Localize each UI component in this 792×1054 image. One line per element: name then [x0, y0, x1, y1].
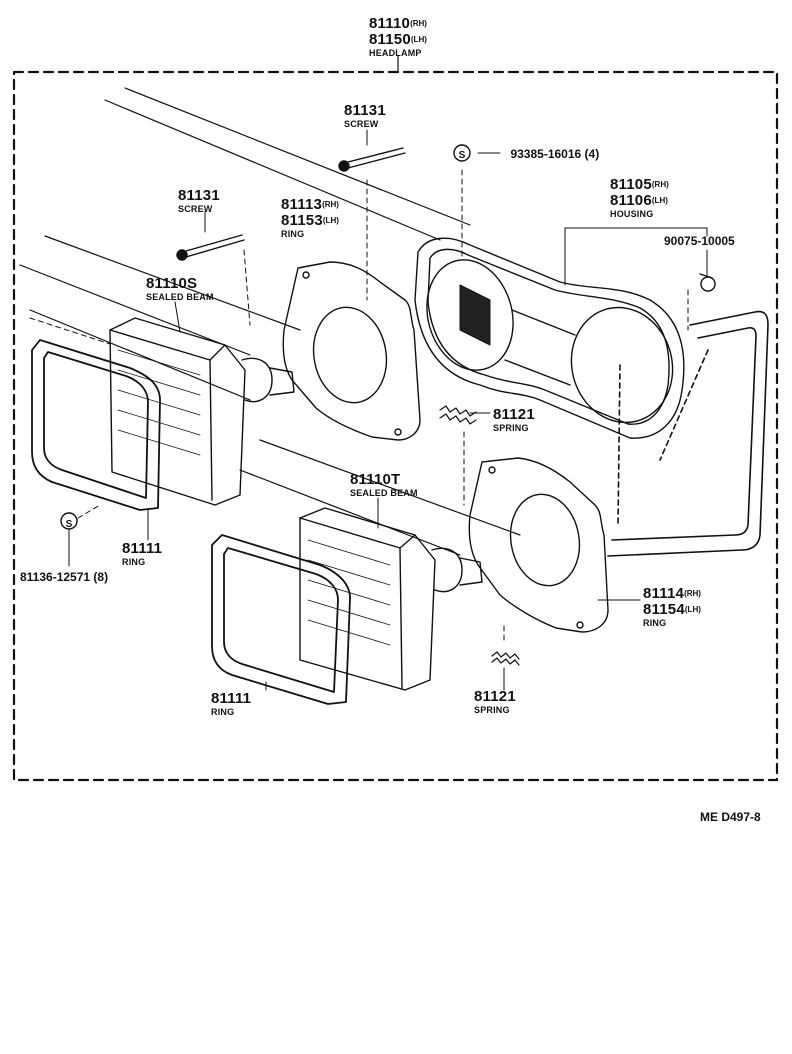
- screw-small-label: 81136-12571 (8): [20, 570, 109, 584]
- spring-upper: [439, 405, 477, 425]
- s-symbol-screw-circle: [60, 512, 78, 530]
- sealed-beam-s-label: 81110S SEALED BEAM: [146, 275, 214, 302]
- screw-top-label: 81131 SCREW: [344, 102, 386, 129]
- bolt-s-symbol: S: [458, 150, 466, 161]
- screw-top: [338, 147, 406, 172]
- spring-lower-label: 81121 SPRING: [474, 688, 516, 715]
- leader-lines: [68, 129, 708, 691]
- spring-lower: [491, 651, 520, 666]
- ring-lower-outer-label: 81114(RH) 81154(LH) RING: [643, 585, 701, 628]
- ring-bottom-label: 81111 RING: [211, 690, 252, 717]
- screw-left-label: 81131 SCREW: [178, 187, 220, 214]
- screw-small-s-symbol: S: [65, 519, 73, 530]
- bezel-frame: [607, 310, 769, 557]
- alignment-lines: [29, 169, 689, 641]
- ring-upper-outer: [282, 261, 421, 441]
- clip-label: 90075-10005: [664, 234, 735, 248]
- ring-lower-left: [211, 534, 351, 705]
- assembly-boundary: [12, 70, 779, 782]
- housing-plate: [414, 237, 685, 439]
- ring-upper-left: [31, 339, 161, 511]
- ring-upper-outer-label: 81113(RH) 81153(LH) RING: [281, 196, 339, 239]
- sealed-beam-lower: [299, 507, 483, 691]
- housing-label: 81105(RH) 81106(LH) HOUSING: [610, 176, 669, 219]
- s-symbol-bolt-circle: [453, 144, 471, 162]
- ring-left-label: 81111 RING: [122, 540, 163, 567]
- ring-lower-outer: [468, 457, 609, 633]
- sealed-beam-upper: [109, 317, 295, 506]
- clip: [699, 273, 716, 292]
- body-panel: [19, 87, 521, 556]
- bolt-label: S 93385-16016 (4): [456, 146, 600, 162]
- spring-upper-label: 81121 SPRING: [493, 406, 535, 433]
- headlamp-label: 81110(RH) 81150(LH) HEADLAMP: [369, 15, 427, 58]
- sealed-beam-t-label: 81110T SEALED BEAM: [350, 471, 418, 498]
- diagram-reference: ME D497-8: [700, 810, 761, 824]
- screw-left: [176, 234, 245, 261]
- panel-block: [459, 284, 491, 346]
